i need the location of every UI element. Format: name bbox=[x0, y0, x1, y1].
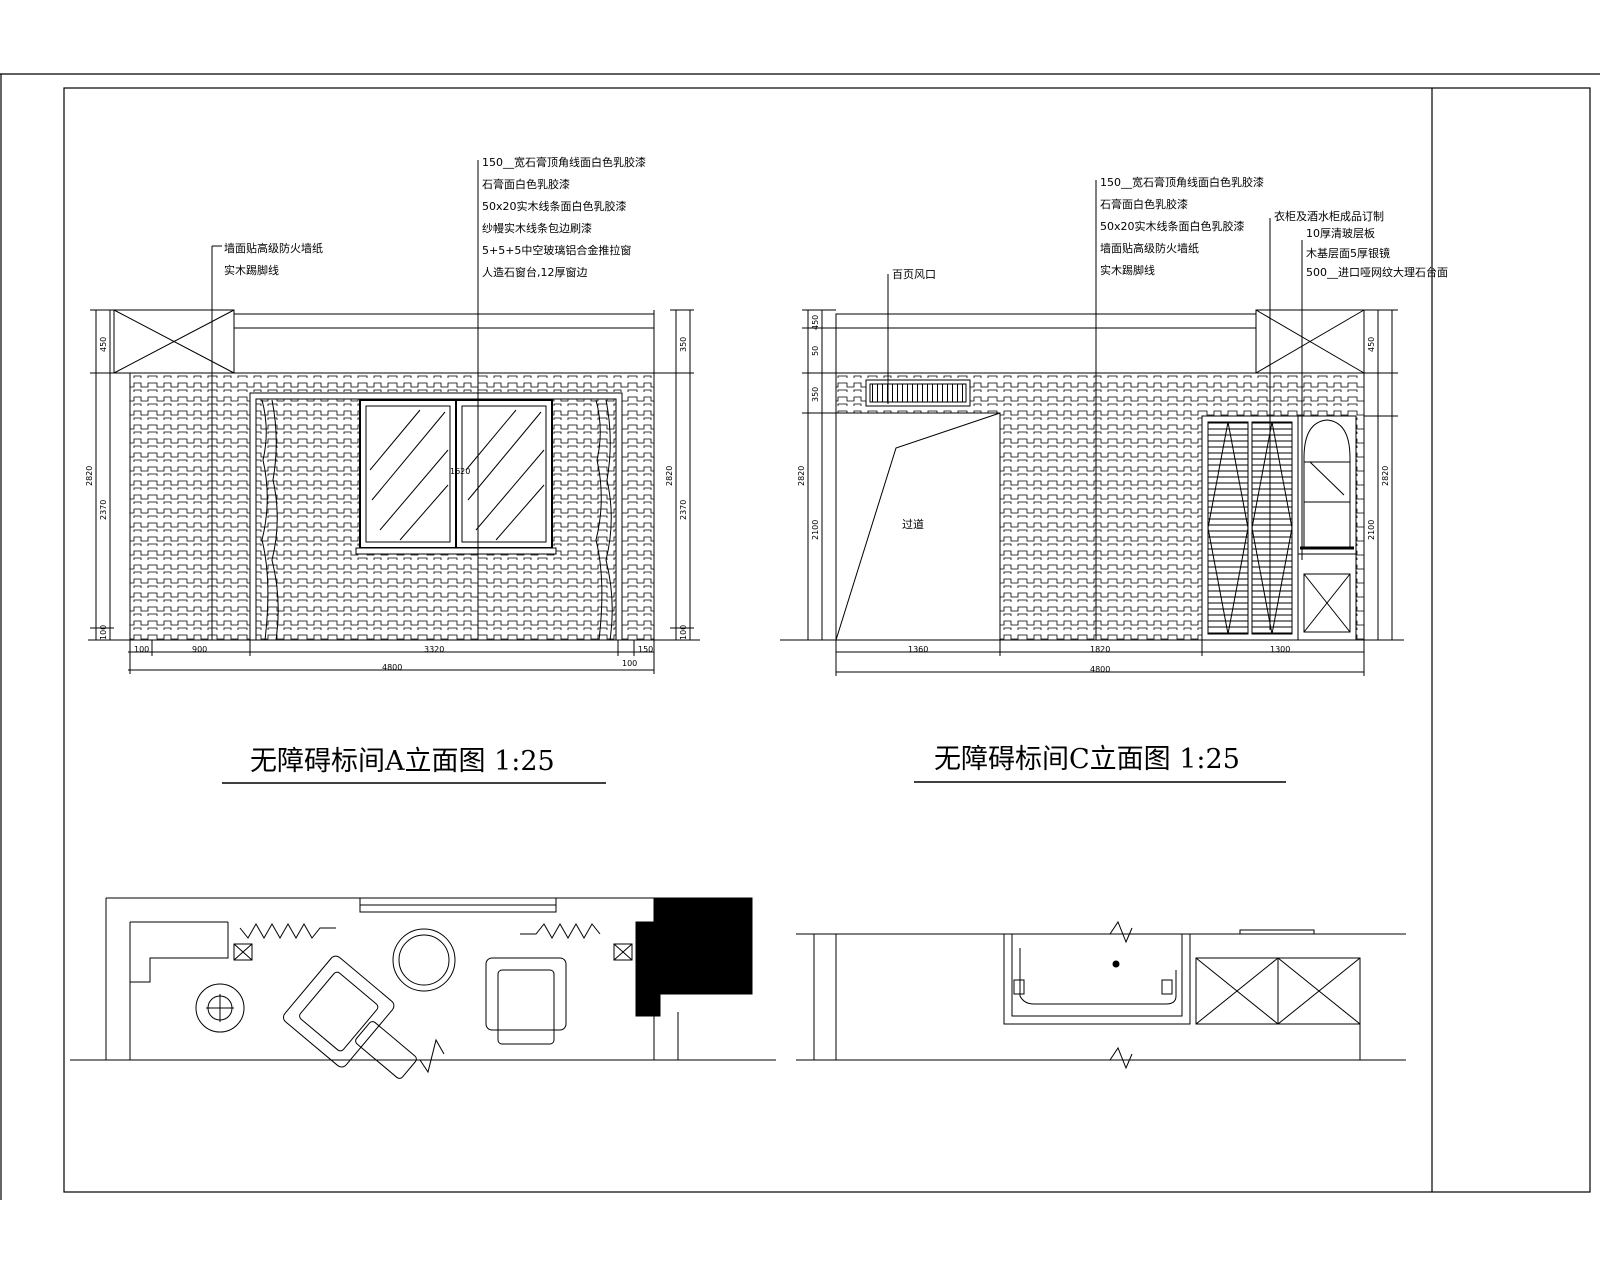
c-dim-right: 450 bbox=[1367, 337, 1376, 352]
a-dim-bottom: 3320 bbox=[424, 645, 444, 654]
c-note-center: 150__宽石膏顶角线面白色乳胶漆 bbox=[1100, 175, 1264, 189]
a-dim-bottom: 100 bbox=[134, 645, 149, 654]
c-note-center: 墙面贴高级防火墙纸 bbox=[1100, 241, 1199, 255]
a-dim-bottom: 150 bbox=[638, 645, 653, 654]
curtain-right bbox=[595, 399, 613, 641]
a-dim-bottom: 900 bbox=[192, 645, 207, 654]
c-dim-left: 2100 bbox=[811, 520, 820, 540]
armchair-straight bbox=[485, 957, 567, 1031]
a-dim-right: 2370 bbox=[679, 500, 688, 520]
plan-a bbox=[70, 897, 776, 1079]
curtain-left bbox=[261, 399, 279, 641]
c-dim-bottom: 1360 bbox=[908, 645, 928, 654]
a-dim-bottom: 100 bbox=[622, 659, 637, 668]
armchair-angled bbox=[283, 955, 395, 1068]
elevation-c-title: 无障碍标间C立面图 1:25 bbox=[934, 744, 1240, 775]
plan-c bbox=[796, 920, 1406, 1070]
a-dim-right: 2820 bbox=[665, 466, 674, 486]
c-door-label: 过道 bbox=[902, 517, 924, 531]
c-dim-left: 350 bbox=[811, 387, 820, 402]
display-cabinet bbox=[1297, 415, 1357, 641]
a-dim-left: 450 bbox=[99, 337, 108, 352]
c-note-vent: 百页风口 bbox=[892, 268, 936, 281]
a-dim-left: 100 bbox=[99, 625, 108, 640]
a-dim-left: 2820 bbox=[85, 466, 94, 486]
c-dim-total: 4800 bbox=[1090, 665, 1110, 674]
round-table bbox=[392, 928, 456, 992]
c-dim-left: 50 bbox=[811, 346, 820, 356]
floor-lamp bbox=[195, 983, 245, 1033]
a-note-right: 石膏面白色乳胶漆 bbox=[482, 177, 570, 191]
c-note-right: 10厚清玻层板 bbox=[1306, 226, 1375, 240]
a-dim-total: 4800 bbox=[382, 663, 402, 672]
basin-counter bbox=[1003, 934, 1191, 1025]
a-window-height: 1620 bbox=[450, 467, 470, 476]
a-note-right: 50x20实木线条面白色乳胶漆 bbox=[482, 199, 627, 213]
a-note-left: 墙面贴高级防火墙纸 bbox=[224, 241, 323, 255]
c-note-right: 衣柜及酒水柜成品订制 bbox=[1274, 209, 1384, 223]
sheet-frame bbox=[0, 73, 1600, 1200]
elevation-c bbox=[780, 180, 1404, 783]
a-note-left: 实木踢脚线 bbox=[224, 263, 279, 277]
a-note-right: 人造石窗台,12厚窗边 bbox=[482, 265, 588, 279]
a-dim-right: 350 bbox=[679, 337, 688, 352]
c-dim-right: 2820 bbox=[1381, 466, 1390, 486]
a-dim-right: 100 bbox=[679, 625, 688, 640]
elevation-a bbox=[88, 160, 700, 784]
structural-column bbox=[635, 897, 753, 1017]
c-note-center: 石膏面白色乳胶漆 bbox=[1100, 197, 1188, 211]
c-dim-bottom: 1820 bbox=[1090, 645, 1110, 654]
c-dim-right: 2100 bbox=[1367, 520, 1376, 540]
c-dim-bottom: 1300 bbox=[1270, 645, 1290, 654]
c-note-right: 木基层面5厚银镜 bbox=[1306, 246, 1390, 260]
a-note-right: 150__宽石膏顶角线面白色乳胶漆 bbox=[482, 155, 646, 169]
c-dim-left: 2820 bbox=[797, 466, 806, 486]
passage-opening bbox=[835, 412, 1001, 641]
c-dim-left: 450 bbox=[811, 315, 820, 330]
c-note-right: 500__进口哑网纹大理石台面 bbox=[1306, 265, 1448, 279]
a-note-right: 纱幔实木线条包边刷漆 bbox=[482, 221, 592, 235]
elevation-a-title: 无障碍标间A立面图 1:25 bbox=[250, 746, 555, 777]
a-note-right: 5+5+5中空玻璃铝合金推拉窗 bbox=[482, 243, 631, 257]
a-dim-left: 2370 bbox=[99, 500, 108, 520]
c-note-center: 实木踢脚线 bbox=[1100, 263, 1155, 277]
c-note-center: 50x20实木线条面白色乳胶漆 bbox=[1100, 219, 1245, 233]
